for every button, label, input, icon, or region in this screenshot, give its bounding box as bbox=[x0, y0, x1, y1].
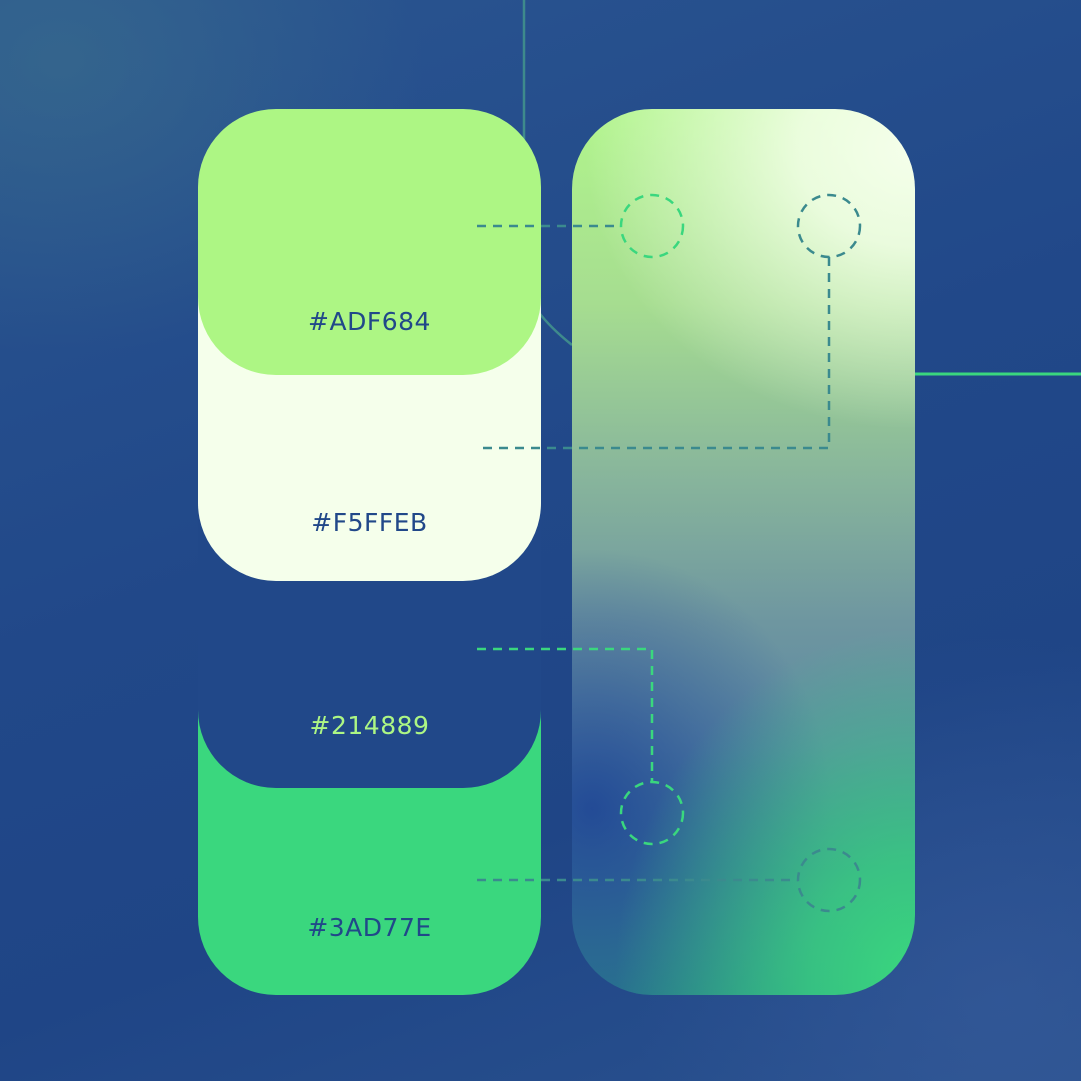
swatch-label: #ADF684 bbox=[308, 307, 431, 336]
swatch-label: #F5FFEB bbox=[311, 508, 428, 537]
swatch-label: #3AD77E bbox=[307, 913, 432, 942]
swatch-label: #214889 bbox=[309, 711, 430, 740]
swatch-adf684: #ADF684 bbox=[198, 109, 541, 375]
gradient-preview-card bbox=[572, 109, 915, 995]
